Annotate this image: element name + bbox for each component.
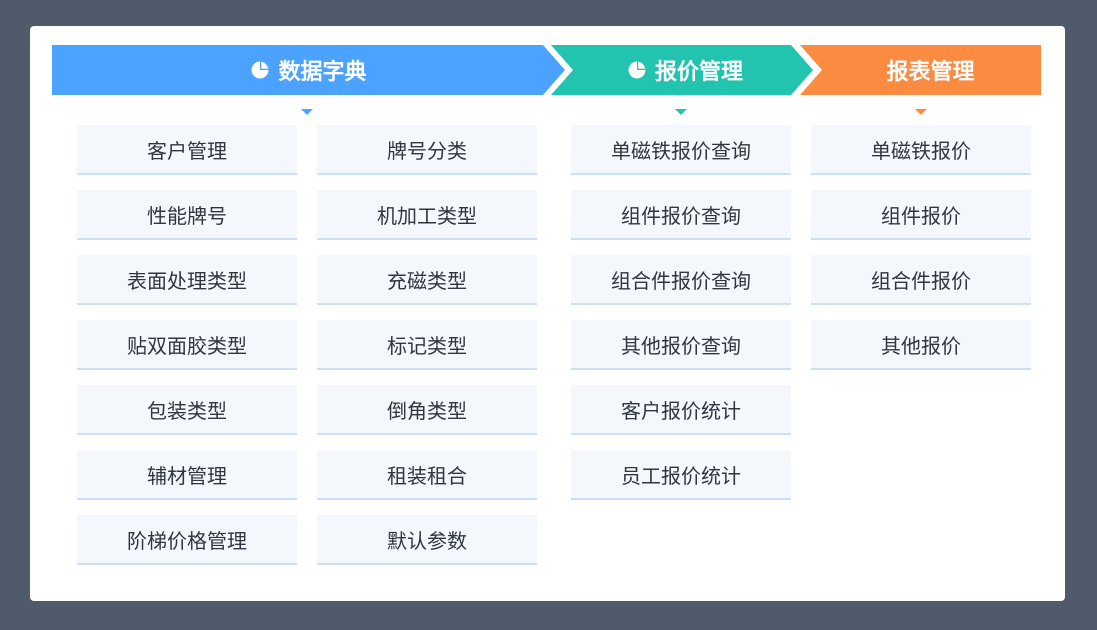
dropdown-caret-icon — [301, 109, 313, 115]
stage-label: 数据字典 — [278, 60, 367, 85]
menu-item-other-quote-query[interactable]: 其他报价查询 — [571, 320, 791, 370]
menu-item-packaging-type[interactable]: 包装类型 — [77, 385, 297, 435]
menu-item-assembly-quote-query[interactable]: 组合件报价查询 — [571, 255, 791, 305]
menu-item-component-quote[interactable]: 组件报价 — [811, 190, 1031, 240]
menu-item-customer-management[interactable]: 客户管理 — [77, 125, 297, 175]
menu-item-machining-type[interactable]: 机加工类型 — [317, 190, 537, 240]
menu-item-customer-quote-statistics[interactable]: 客户报价统计 — [571, 385, 791, 435]
menu-item-chamfer-type[interactable]: 倒角类型 — [317, 385, 537, 435]
menu-item-employee-quote-statistics[interactable]: 员工报价统计 — [571, 450, 791, 500]
menu-item-other-quote[interactable]: 其他报价 — [811, 320, 1031, 370]
stage-label: 报表管理 — [886, 60, 975, 85]
stage-quotation-management[interactable]: 报价管理 — [551, 45, 813, 95]
menu-item-marking-type[interactable]: 标记类型 — [317, 320, 537, 370]
stage-report-management[interactable]: 报表管理 — [800, 45, 1041, 95]
menu-item-assembly-quote[interactable]: 组合件报价 — [811, 255, 1031, 305]
stage-label: 报价管理 — [654, 60, 743, 85]
pie-chart-icon — [250, 60, 270, 80]
menu-item-tiered-price-management[interactable]: 阶梯价格管理 — [77, 515, 297, 565]
menu-card: 数据字典 报价管理 报表管理 客户管理 性能牌号 表面处理类型 贴双面胶类型 包… — [30, 26, 1065, 601]
menu-item-grade-category[interactable]: 牌号分类 — [317, 125, 537, 175]
menu-item-assembly-combination[interactable]: 租装租合 — [317, 450, 537, 500]
dropdown-caret-icon — [915, 109, 927, 115]
menu-item-single-magnet-quote-query[interactable]: 单磁铁报价查询 — [571, 125, 791, 175]
stage-data-dictionary[interactable]: 数据字典 — [52, 45, 565, 95]
menu-item-component-quote-query[interactable]: 组件报价查询 — [571, 190, 791, 240]
menu-item-auxiliary-material-management[interactable]: 辅材管理 — [77, 450, 297, 500]
pie-chart-icon — [627, 60, 647, 80]
menu-item-surface-treatment-type[interactable]: 表面处理类型 — [77, 255, 297, 305]
dropdown-caret-icon — [675, 109, 687, 115]
menu-item-double-sided-tape-type[interactable]: 贴双面胶类型 — [77, 320, 297, 370]
menu-item-single-magnet-quote[interactable]: 单磁铁报价 — [811, 125, 1031, 175]
menu-item-magnetization-type[interactable]: 充磁类型 — [317, 255, 537, 305]
menu-item-performance-grade[interactable]: 性能牌号 — [77, 190, 297, 240]
menu-item-default-parameters[interactable]: 默认参数 — [317, 515, 537, 565]
